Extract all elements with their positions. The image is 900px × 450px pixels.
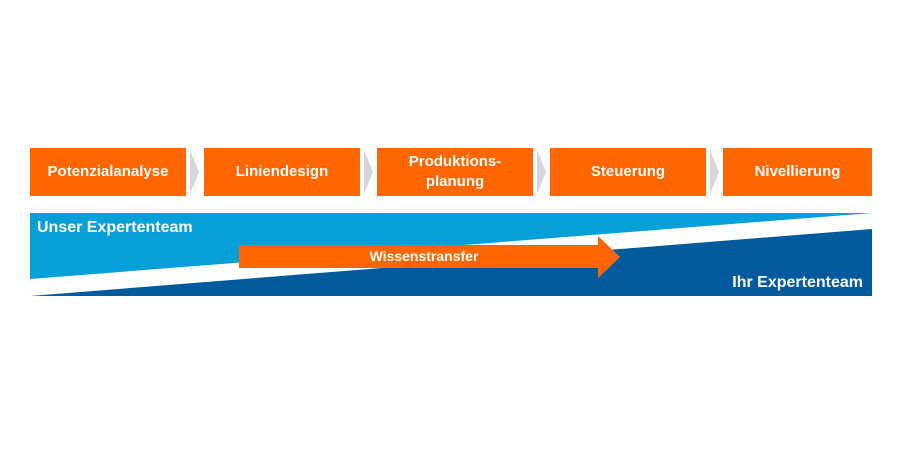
- chevron-right-icon: [710, 150, 719, 194]
- chevron-right-icon: [364, 150, 373, 194]
- step-produktionsplanung: Produktions- planung: [377, 148, 533, 196]
- knowledge-transfer-arrow: [239, 236, 620, 278]
- step-label: Potenzialanalyse: [47, 163, 169, 180]
- step-nivellierung: Nivellierung: [723, 148, 872, 196]
- step-label: Produktions- planung: [408, 153, 502, 190]
- step-potenzialanalyse: Potenzialanalyse: [30, 148, 186, 196]
- chevron-right-icon: [190, 150, 199, 194]
- chevron-right-icon: [537, 150, 546, 194]
- arrow-label: Wissenstransfer: [369, 248, 479, 264]
- step-steuerung: Steuerung: [550, 148, 706, 196]
- step-label: Liniendesign: [235, 163, 329, 180]
- our-team-label: Unser Expertenteam: [37, 219, 193, 236]
- step-liniendesign: Liniendesign: [204, 148, 360, 196]
- your-team-label: Ihr Expertenteam: [732, 274, 863, 291]
- step-label: Nivellierung: [754, 163, 841, 180]
- step-label: Steuerung: [590, 163, 666, 180]
